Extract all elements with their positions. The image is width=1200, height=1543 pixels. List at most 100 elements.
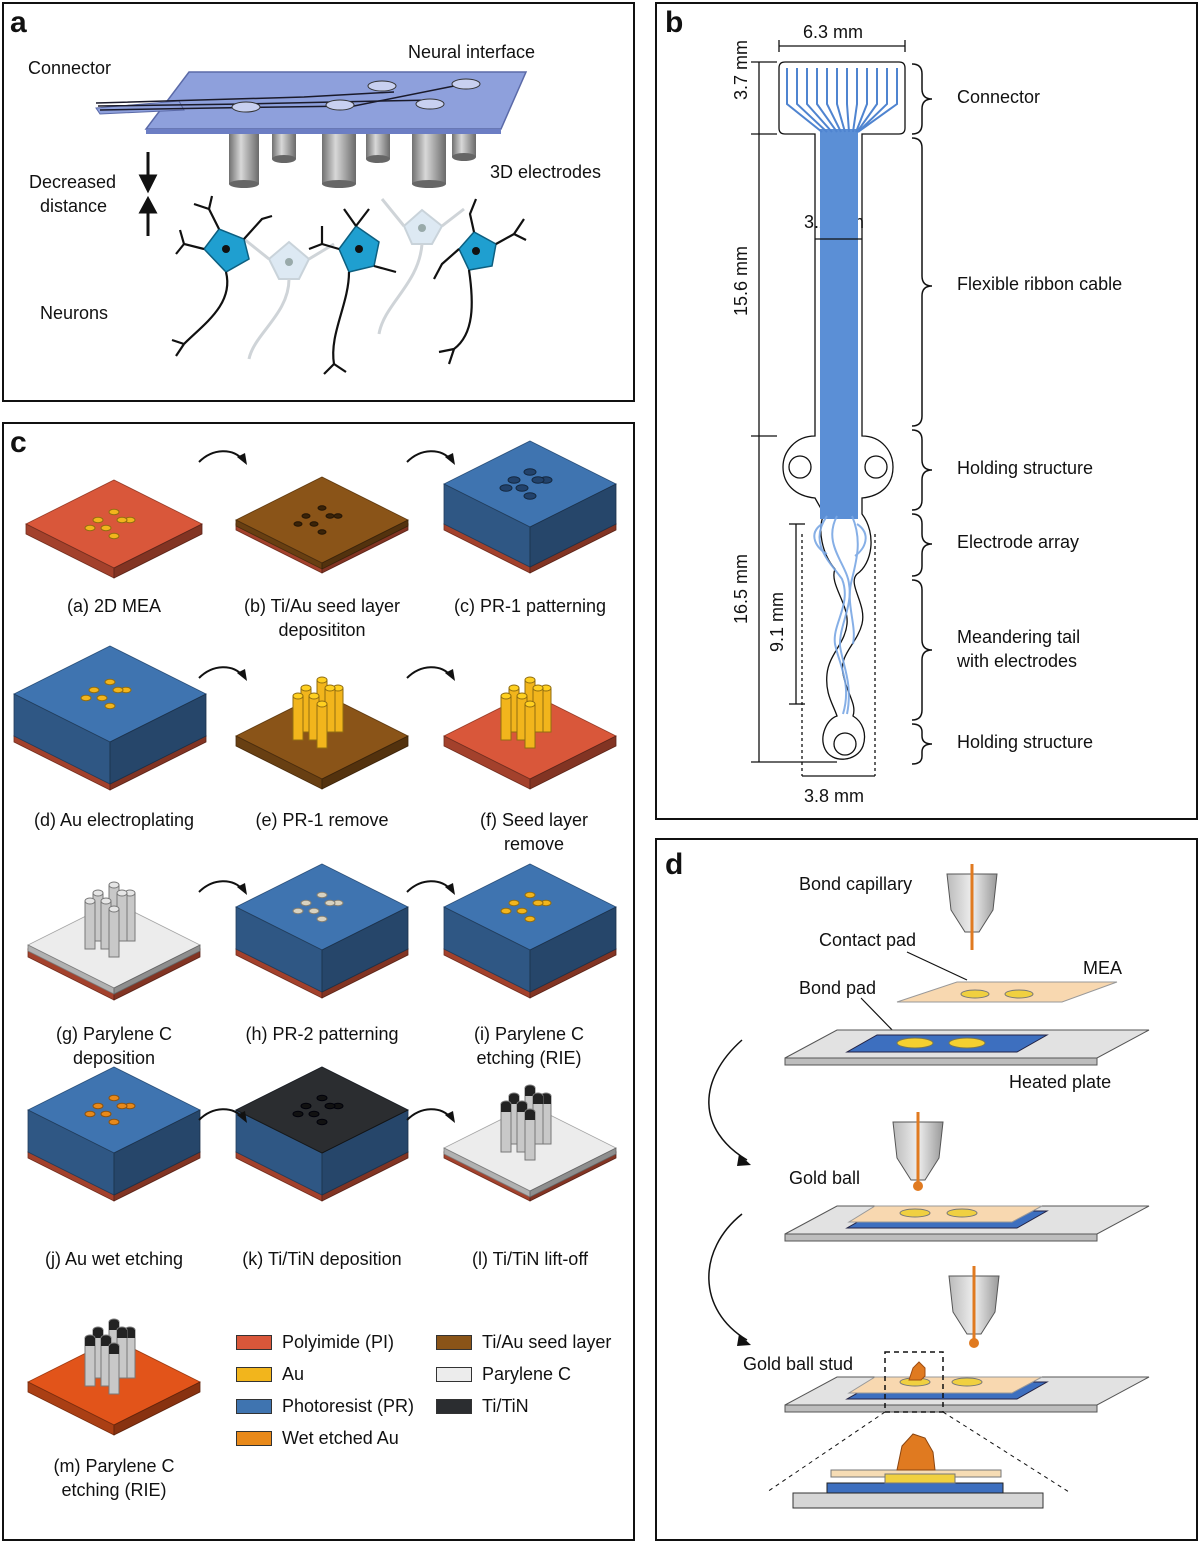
pillar-cap xyxy=(109,1322,119,1330)
step-caption-e: (e) PR-1 remove xyxy=(255,810,389,830)
legend-swatch xyxy=(236,1399,272,1414)
pillar-top xyxy=(100,897,112,905)
pillar xyxy=(316,703,328,749)
neural-interface-label: Neural interface xyxy=(408,42,536,62)
legend-text: Au xyxy=(282,1364,305,1384)
zoomed-cross-section xyxy=(792,1433,1044,1509)
electrode-pad xyxy=(293,521,303,527)
electrode-pad xyxy=(108,1118,120,1126)
pillar-top xyxy=(92,889,104,897)
electrode-pad xyxy=(308,1110,320,1118)
electrode-pad xyxy=(499,484,513,492)
electrode-pad xyxy=(108,532,120,540)
electrode-pad xyxy=(100,524,112,532)
legend-swatch xyxy=(436,1335,472,1350)
step-arrow-head xyxy=(237,669,247,681)
step-caption-c: (c) PR-1 patterning xyxy=(453,596,607,616)
pillar-top xyxy=(292,692,304,700)
step-caption-l: (l) Ti/TiN lift-off xyxy=(472,1249,588,1269)
step-a-top xyxy=(25,479,203,569)
electrodes-3d-label: 3D electrodes xyxy=(490,162,602,182)
pillar-top xyxy=(516,692,528,700)
step-caption-a: (a) 2D MEA xyxy=(66,596,162,616)
panel-a: a Connector Neural interface Decreased d… xyxy=(2,2,635,402)
electrode-pad xyxy=(324,899,336,907)
electrode-pad xyxy=(309,521,319,527)
label-meandering-tail-2: with electrodes xyxy=(957,651,1078,671)
pillar-cap xyxy=(525,1112,535,1120)
pillar-top xyxy=(500,692,512,700)
pillar-top xyxy=(108,881,120,889)
electrode-pad xyxy=(116,1102,128,1110)
step-b-top xyxy=(235,476,409,564)
pillar-cap xyxy=(117,1330,127,1338)
probe-layout-drawing xyxy=(751,40,933,777)
step-arrow xyxy=(198,666,244,679)
step-caption-j: (j) Au wet etching xyxy=(44,1249,184,1269)
pillar-cap xyxy=(541,1096,551,1104)
electrode-pad xyxy=(92,1102,104,1110)
step-arrow-head xyxy=(445,1111,455,1123)
label-holding-structure-1: Holding structure xyxy=(957,458,1094,478)
legend-text: Photoresist (PR) xyxy=(282,1396,415,1416)
electrode-pad xyxy=(108,1094,120,1102)
electrode-pad xyxy=(508,899,520,907)
pillar-cap xyxy=(533,1096,543,1104)
electrode-pad xyxy=(88,686,100,694)
legend-swatch xyxy=(236,1431,272,1446)
stack-2 xyxy=(784,1205,1150,1242)
electrode-pad xyxy=(500,907,512,915)
pillar-top xyxy=(324,684,336,692)
electrode-pad xyxy=(84,1110,96,1118)
legend-text: Ti/TiN xyxy=(482,1396,529,1416)
decreased-distance-label-1: Decreased xyxy=(29,172,117,192)
step-m-right xyxy=(113,1381,201,1436)
electrode-pad xyxy=(324,1102,336,1110)
step-b-right xyxy=(321,519,409,570)
pillar-cap xyxy=(525,1088,535,1096)
contact-pad-label: Contact pad xyxy=(819,930,917,950)
legend-parylene: Parylene C xyxy=(436,1364,571,1385)
legend-wet-etched-au: Wet etched Au xyxy=(236,1428,399,1449)
electrode-pad xyxy=(92,516,104,524)
zoom-box xyxy=(884,1351,944,1413)
electrode-pad xyxy=(316,891,328,899)
electrode-pad xyxy=(524,915,536,923)
electrode-pad xyxy=(292,1110,304,1118)
legend-text: Parylene C xyxy=(482,1364,572,1384)
step-arrow xyxy=(406,880,452,893)
step-caption-b: (b) Ti/Au seed layer deposititon xyxy=(243,596,401,640)
electrode-pad xyxy=(112,686,124,694)
pillar-top xyxy=(300,684,312,692)
pillar-top xyxy=(84,897,96,905)
pillar xyxy=(108,908,120,958)
heated-plate-1 xyxy=(784,1029,1150,1066)
section-braces xyxy=(911,63,933,765)
electrode-pad xyxy=(316,915,328,923)
step-d-right xyxy=(109,693,207,785)
gold-ball-stud-label: Gold ball stud xyxy=(743,1354,854,1374)
step-arrow xyxy=(198,880,244,893)
pillar-cap xyxy=(501,1104,511,1112)
pillar-top xyxy=(316,676,328,684)
electrode-pillars xyxy=(229,129,476,188)
step-caption-d: (d) Au electroplating xyxy=(33,810,195,830)
pillar xyxy=(84,900,96,950)
pillar xyxy=(524,703,536,749)
electrode-pad xyxy=(300,1102,312,1110)
step-caption-g: (g) Parylene C deposition xyxy=(55,1024,173,1068)
pillar xyxy=(500,695,512,741)
step-a-right xyxy=(113,523,203,579)
electrode-pad xyxy=(507,476,521,484)
step-arrow xyxy=(406,1108,452,1121)
label-ribbon-cable: Flexible ribbon cable xyxy=(957,274,1123,294)
label-meandering-tail-1: Meandering tail xyxy=(957,627,1081,647)
panel-d: d Bond capillary Contact pad MEA Bond pa… xyxy=(655,838,1198,1541)
legend-swatch xyxy=(236,1335,272,1350)
electrode-pad xyxy=(532,899,544,907)
step-arrow-head xyxy=(237,453,247,465)
pillar-top xyxy=(308,692,320,700)
electrode-pad xyxy=(292,907,304,915)
step-e-right xyxy=(321,735,409,790)
label-connector: Connector xyxy=(957,87,1041,107)
